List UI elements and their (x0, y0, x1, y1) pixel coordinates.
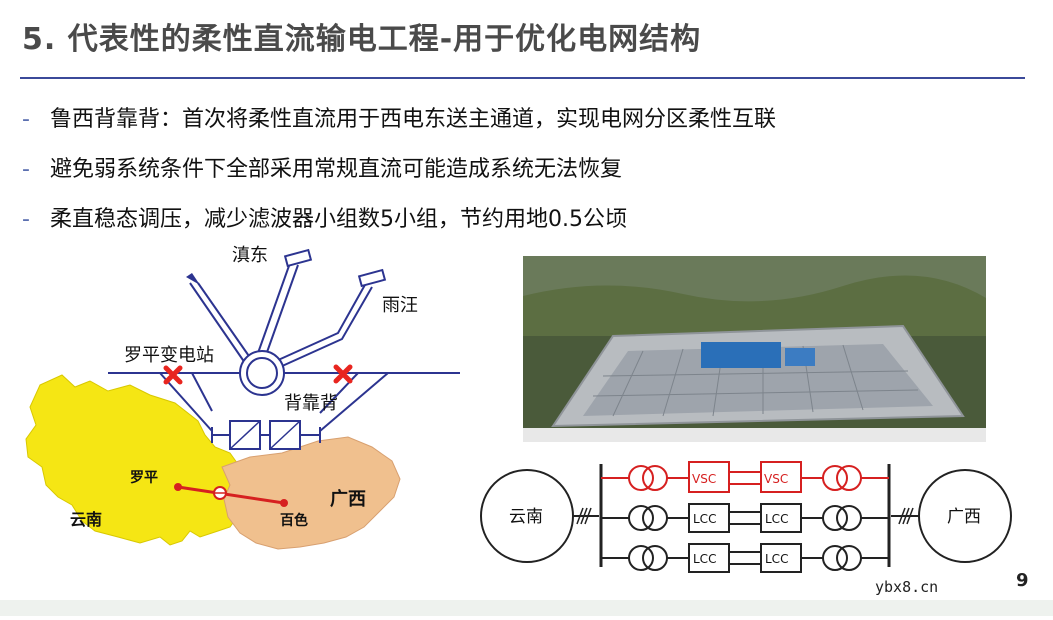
bullet-item: -避免弱系统条件下全部采用常规直流可能造成系统无法恢复 (22, 150, 776, 200)
bullet-marker: - (22, 157, 30, 182)
bullet-list: -鲁西背靠背：首次将柔性直流用于西电东送主通道，实现电网分区柔性互联 -避免弱系… (22, 100, 776, 250)
lcc-branch-2 (601, 543, 889, 573)
photo-valve-hall (785, 348, 815, 366)
converter-right-diagonal (269, 420, 301, 450)
circuit-label-yunnan: 云南 (509, 507, 543, 527)
line-to-yu-wang-a (275, 282, 367, 362)
grid-map-diagram: 滇东 雨汪 罗平变电站 背靠背 罗平 云南 百色 广西 (0, 235, 480, 616)
grid-map-svg: 滇东 雨汪 罗平变电站 背靠背 罗平 云南 百色 广西 (25, 245, 460, 550)
footer-bar (0, 600, 1053, 616)
line-to-west-inner (197, 282, 252, 360)
title-divider (20, 77, 1025, 79)
photo-ridge (523, 275, 986, 336)
label-luoping: 罗平 (130, 470, 158, 486)
line-to-west (189, 282, 246, 364)
photo-bottom (523, 428, 986, 442)
right-three-phase-mark (898, 507, 914, 525)
page-number: 9 (1016, 570, 1029, 591)
lcc-label-1-right: LCC (765, 512, 788, 526)
yunnan-region (25, 374, 256, 546)
photo-svg (523, 256, 986, 442)
luoping-substation-inner (246, 357, 278, 389)
bullet-text: 柔直稳态调压，减少滤波器小组数5小组，节约用地0.5公顷 (50, 207, 627, 232)
luoping-baise-link (177, 485, 285, 505)
label-luoping-substation: 罗平变电站 (124, 345, 214, 366)
lcc-label-2-left: LCC (693, 552, 716, 566)
line-to-dian-dong-a (257, 262, 291, 354)
label-yu-wang: 雨汪 (382, 295, 418, 316)
arrow-head-west (186, 273, 200, 285)
bullet-text: 避免弱系统条件下全部采用常规直流可能造成系统无法恢复 (50, 157, 623, 182)
converter-left-diagonal (229, 420, 261, 450)
back-to-back-circuit-diagram: 云南 广西 VSC VSC LCC LCC (475, 452, 1015, 602)
bullet-item: -鲁西背靠背：首次将柔性直流用于西电东送主通道，实现电网分区柔性互联 (22, 100, 776, 150)
label-guangxi: 广西 (330, 488, 366, 510)
line-to-yu-wang-b (279, 286, 373, 368)
bullet-marker: - (22, 107, 30, 132)
vsc-branch (601, 461, 889, 493)
label-dian-dong: 滇东 (232, 245, 268, 266)
vsc-label-left: VSC (692, 472, 716, 486)
line-to-dian-dong-b (265, 264, 299, 356)
baise-node (280, 499, 288, 507)
photo-equipment-field (583, 344, 933, 416)
lcc-label-1-left: LCC (693, 512, 716, 526)
circuit-svg: 云南 广西 VSC VSC LCC LCC (480, 461, 1012, 573)
bullet-item: -柔直稳态调压，减少滤波器小组数5小组，节约用地0.5公顷 (22, 200, 776, 250)
label-back-to-back: 背靠背 (284, 393, 338, 414)
open-breaker-right-icon (333, 364, 353, 384)
bullet-text: 鲁西背靠背：首次将柔性直流用于西电东送主通道，实现电网分区柔性互联 (50, 107, 777, 132)
slide-title: 5. 代表性的柔性直流输电工程-用于优化电网结构 (22, 22, 702, 57)
luoping-node (174, 483, 182, 491)
lcc-branch-1 (601, 503, 889, 533)
photo-converter-hall (701, 342, 781, 368)
watermark: ybx8.cn (875, 578, 939, 596)
dian-dong-terminal (283, 248, 313, 268)
yu-wang-terminal (357, 268, 387, 288)
label-yunnan: 云南 (70, 510, 102, 529)
bullet-marker: - (22, 207, 30, 232)
circuit-label-guangxi: 广西 (947, 507, 981, 527)
left-three-phase-mark (576, 507, 592, 525)
drop-left-b (191, 372, 213, 412)
lcc-label-2-right: LCC (765, 552, 788, 566)
guangxi-region (221, 436, 401, 550)
label-baise: 百色 (280, 512, 308, 529)
substation-aerial-photo (523, 256, 986, 442)
open-breaker-left-icon (163, 365, 183, 385)
vsc-label-right: VSC (764, 472, 788, 486)
drop-right-a (319, 372, 389, 432)
